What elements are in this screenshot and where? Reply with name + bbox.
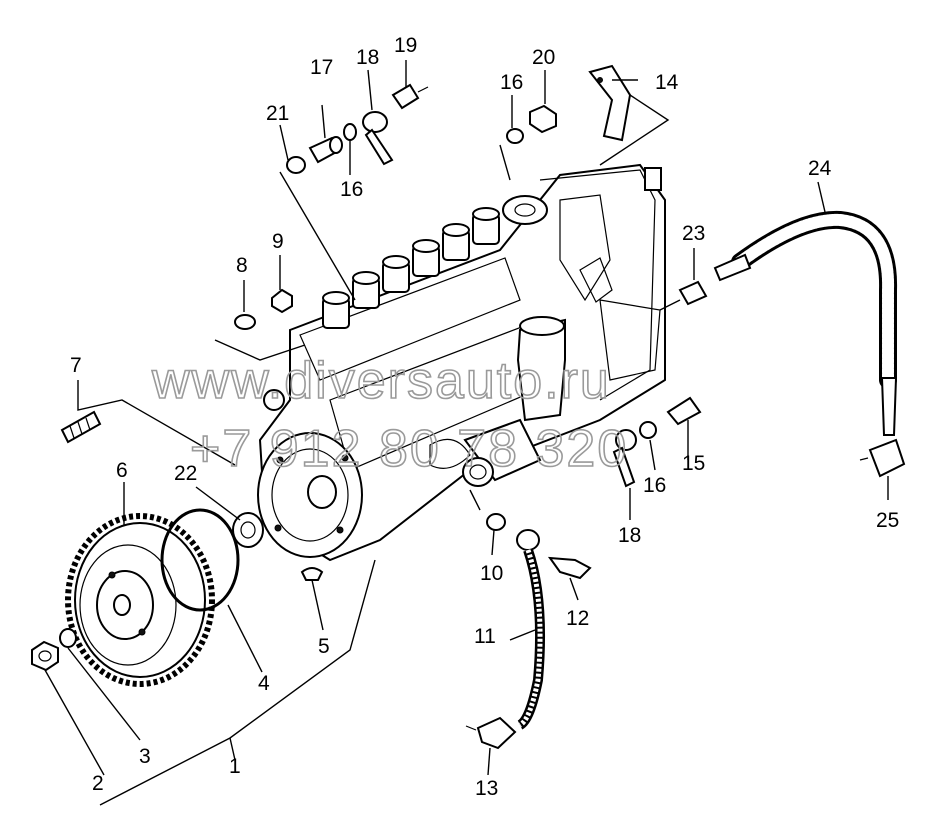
callout-17: 17: [310, 56, 333, 79]
callout-18-top: 18: [356, 46, 379, 69]
oil-seal: [232, 512, 264, 548]
bolt-19: [391, 83, 429, 110]
callout-2: 2: [92, 772, 104, 795]
callout-18-right: 18: [618, 524, 641, 547]
nut-20: [529, 104, 557, 134]
gear-nut: [31, 640, 59, 672]
watermark: www.diversauto.ru +7 912 80 78 320: [150, 351, 628, 479]
callout-10: 10: [480, 562, 503, 585]
nut: [271, 288, 293, 314]
banjo-bolt-17: [308, 136, 343, 164]
washer-16-right: [639, 421, 657, 439]
hose-11: [516, 529, 545, 730]
banjo-fitting-18-top: [362, 111, 394, 166]
callout-9: 9: [272, 230, 284, 253]
callout-12: 12: [566, 607, 589, 630]
gear-washer: [59, 628, 77, 648]
callout-6: 6: [116, 459, 128, 482]
watermark-url: www.diversauto.ru: [151, 352, 611, 410]
drive-gear: [65, 513, 215, 687]
injection-pump-body: [257, 163, 666, 562]
stud: [60, 410, 102, 444]
bolt-12: [547, 556, 592, 580]
washer-10: [486, 513, 506, 531]
callout-16-right: 16: [643, 474, 666, 497]
delivery-valve-holders: [322, 207, 500, 329]
bolt-15: [666, 396, 702, 426]
callout-13: 13: [475, 777, 498, 800]
washer: [234, 314, 256, 330]
callout-1: 1: [229, 755, 241, 778]
plug-23: [678, 280, 708, 306]
callout-5: 5: [318, 635, 330, 658]
callout-3: 3: [139, 745, 151, 768]
callout-15: 15: [682, 452, 705, 475]
washer-16-top-right: [506, 128, 524, 144]
callout-25: 25: [876, 509, 899, 532]
callout-16-top-left: 16: [340, 178, 363, 201]
callout-21: 21: [266, 102, 289, 125]
mounting-bolt: [263, 389, 285, 411]
callout-8: 8: [236, 254, 248, 277]
callout-23: 23: [682, 222, 705, 245]
callout-22: 22: [174, 462, 197, 485]
callout-7: 7: [70, 354, 82, 377]
hose-24: [713, 210, 898, 436]
washer-16-top: [343, 123, 357, 141]
callout-19: 19: [394, 34, 417, 57]
drive-flange: [257, 432, 363, 558]
banjo-fitting-18-right: [612, 429, 637, 488]
watermark-phone: +7 912 80 78 320: [190, 420, 628, 478]
bracket-14: [588, 64, 632, 142]
callout-16-top-right: 16: [500, 71, 523, 94]
callout-labels: 1 2 3 4 5 6 7 8 9 10 11 12 13 14 15 16 1…: [70, 34, 899, 800]
callout-11: 11: [474, 625, 496, 648]
callout-20: 20: [532, 46, 555, 69]
leader-lines: [44, 60, 889, 806]
woodruff-key: [300, 567, 324, 581]
elbow-25: [859, 438, 906, 478]
callout-24: 24: [808, 157, 832, 180]
elbow-13: [465, 716, 517, 750]
washer-21: [286, 156, 306, 174]
o-ring: [160, 508, 240, 612]
callout-4: 4: [258, 672, 270, 695]
callout-14: 14: [655, 71, 679, 94]
